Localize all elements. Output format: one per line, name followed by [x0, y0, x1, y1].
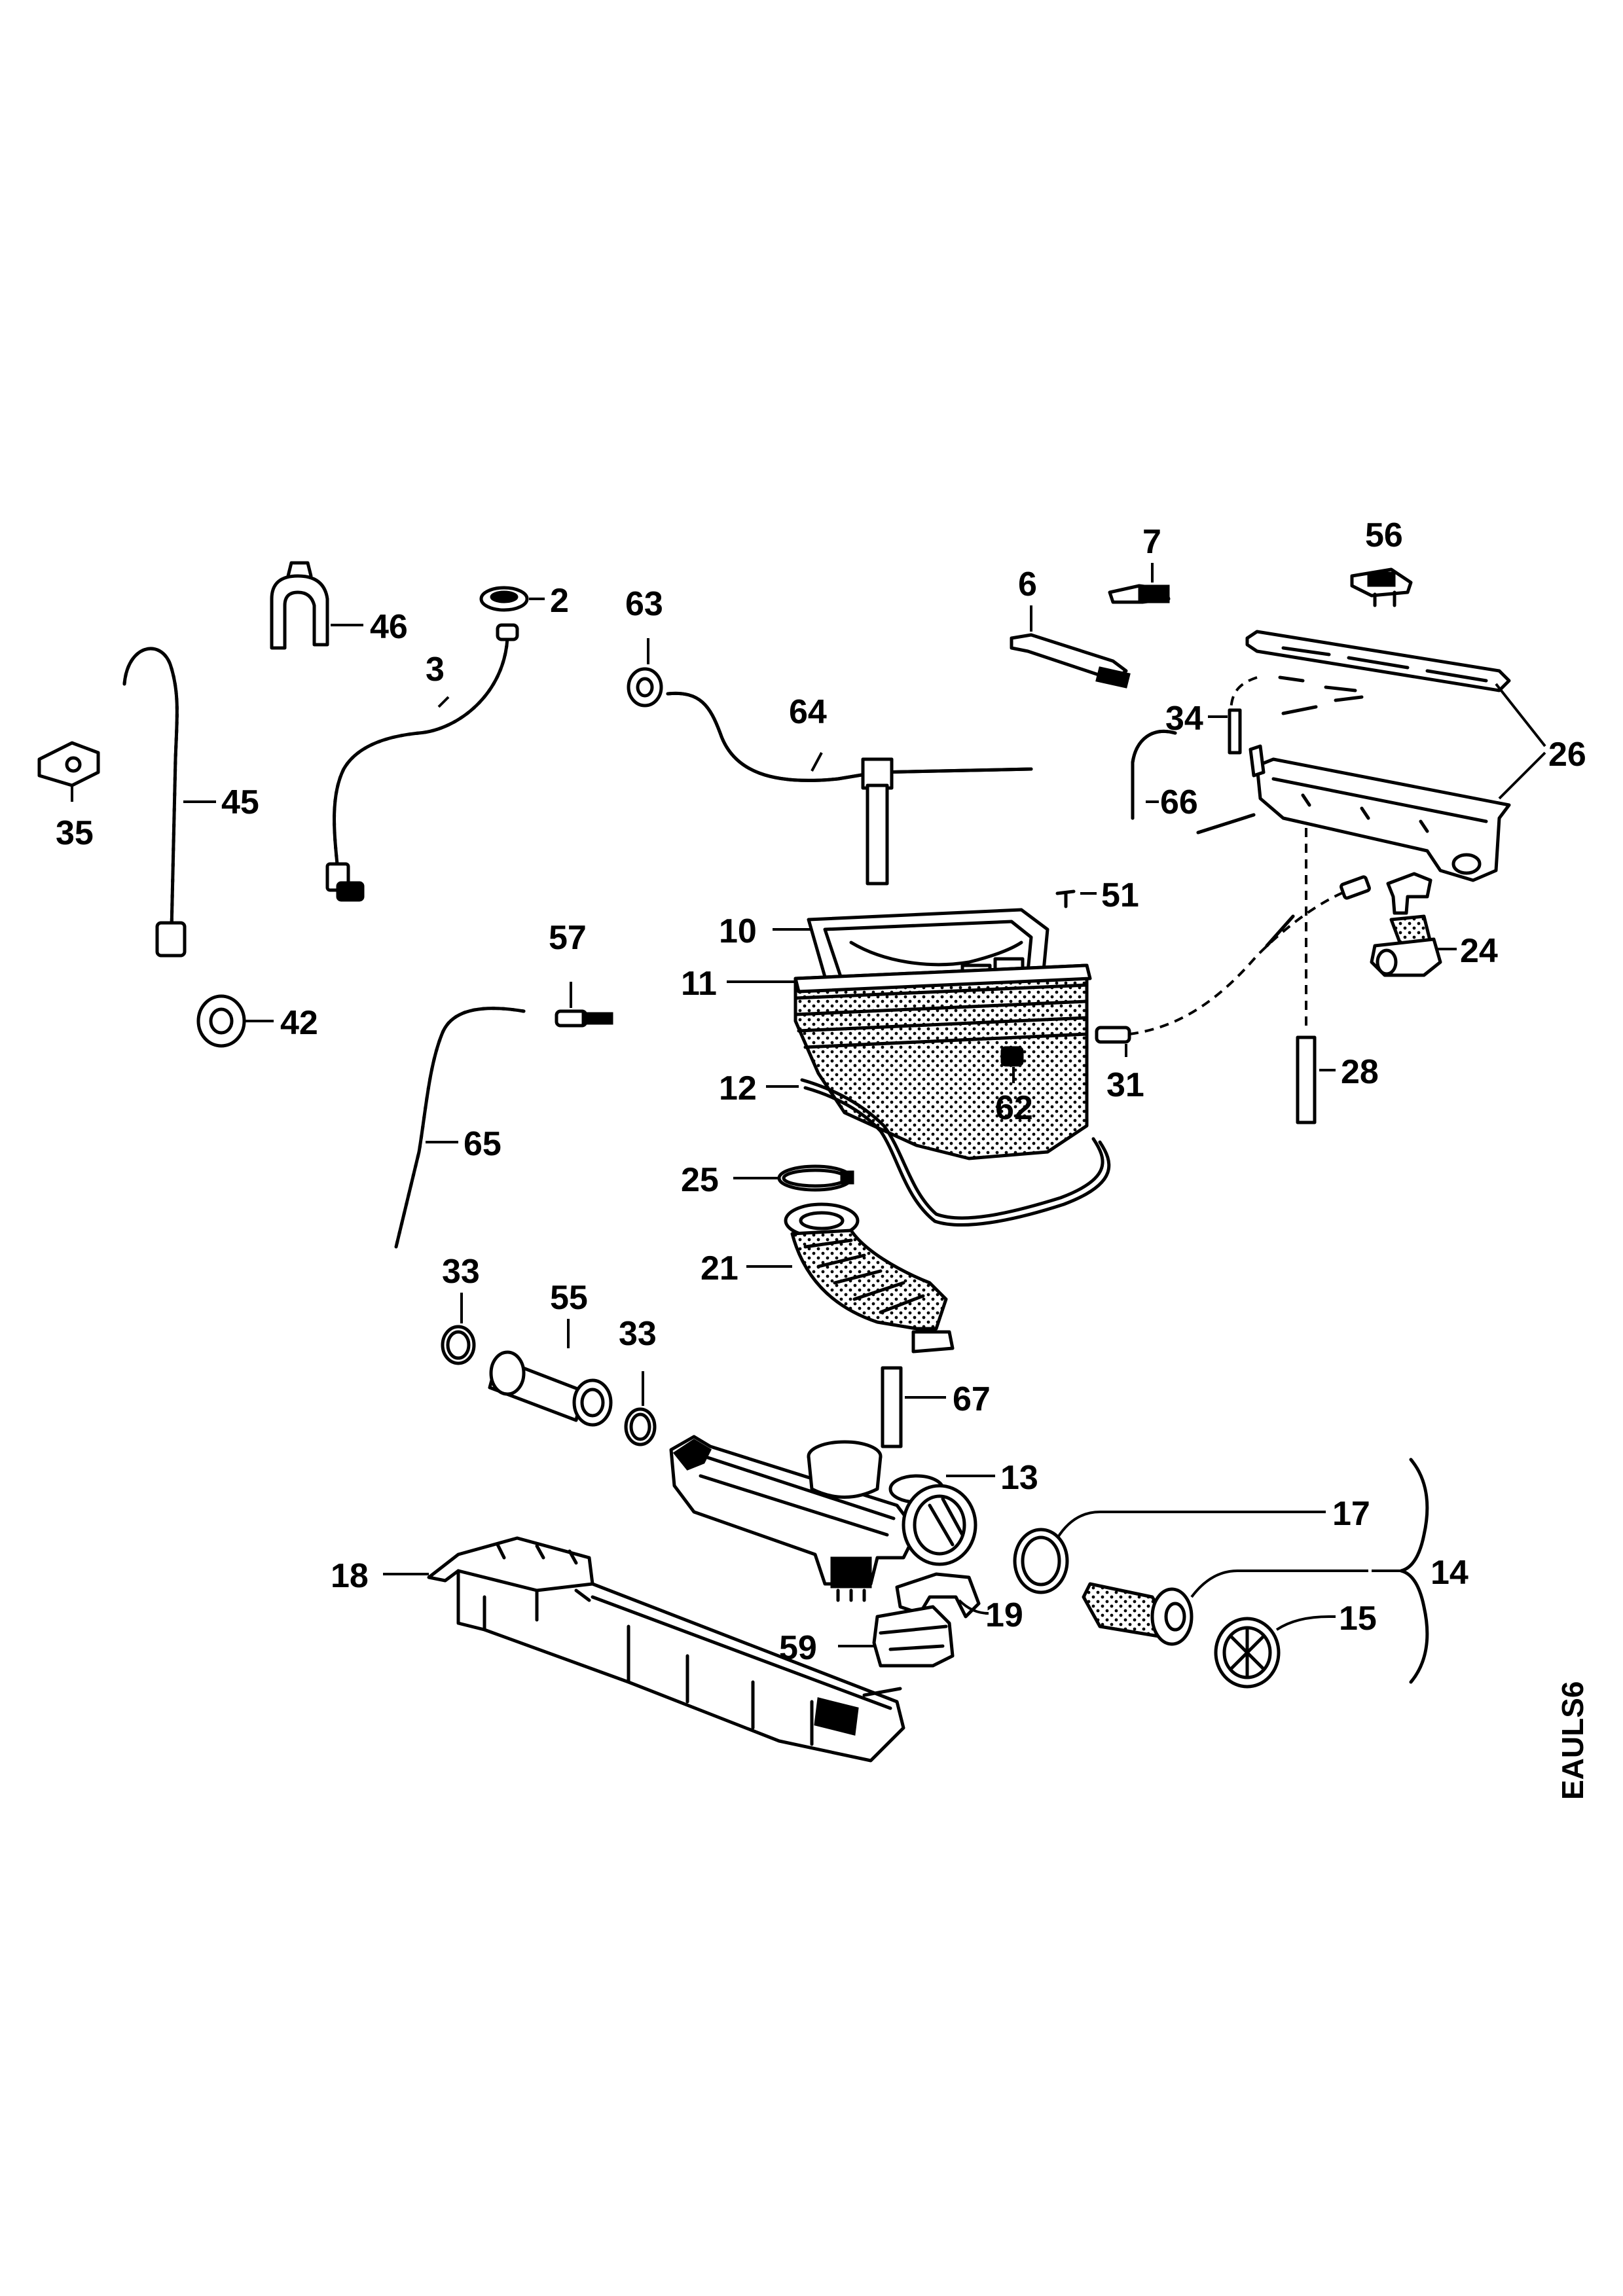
part-34-pin	[1208, 708, 1242, 755]
label-28: 28	[1341, 1053, 1379, 1091]
label-10: 10	[719, 912, 757, 950]
label-56: 56	[1365, 516, 1403, 554]
part-13-pump-housing	[669, 1435, 995, 1602]
part-65-hose	[394, 1007, 526, 1249]
part-6-bracket	[1010, 605, 1131, 689]
label-17: 17	[1332, 1495, 1370, 1533]
label-51: 51	[1101, 876, 1139, 914]
label-18: 18	[331, 1557, 369, 1595]
part-26-tray-housing	[1245, 630, 1546, 882]
label-46: 46	[370, 608, 408, 646]
label-11: 11	[681, 965, 717, 1003]
part-11-tub	[727, 963, 1092, 1160]
label-59: 59	[779, 1629, 817, 1667]
label-15: 15	[1339, 1600, 1377, 1638]
part-63-seal	[627, 638, 663, 708]
label-65: 65	[464, 1125, 501, 1163]
part-67-tube	[881, 1366, 946, 1448]
part-66-elbow-hose	[1131, 729, 1177, 820]
part-18-base-frame	[383, 1536, 905, 1763]
part-12-gasket	[766, 1078, 1111, 1227]
label-2: 2	[550, 582, 569, 620]
part-33-oring-a	[441, 1293, 476, 1365]
part-59-clip	[838, 1605, 955, 1668]
part-7-clamp	[1108, 563, 1171, 604]
part-17-ring	[1013, 1511, 1326, 1594]
label-31: 31	[1106, 1066, 1144, 1104]
label-25: 25	[681, 1161, 719, 1199]
part-24-pressure-switch	[1370, 872, 1457, 977]
part-tray-connector-hose	[1196, 813, 1256, 834]
part-2-grommet	[479, 586, 545, 612]
label-62: 62	[995, 1089, 1033, 1127]
label-6: 6	[1018, 565, 1037, 603]
label-7: 7	[1142, 523, 1161, 561]
label-19: 19	[985, 1596, 1023, 1634]
label-42: 42	[280, 1004, 318, 1042]
part-air-hose	[1265, 875, 1371, 948]
label-63: 63	[625, 585, 663, 623]
part-filter-insert	[1082, 1570, 1368, 1646]
label-35: 35	[56, 814, 94, 852]
label-55: 55	[550, 1279, 588, 1317]
part-35-clip	[37, 741, 100, 802]
part-51-screw	[1055, 889, 1097, 908]
label-13: 13	[1000, 1459, 1038, 1497]
part-28-tube	[1296, 828, 1336, 1124]
part-25-clamp-ring	[733, 1164, 854, 1192]
part-pins	[1230, 675, 1364, 715]
part-45-drain-hose	[122, 647, 216, 958]
label-24: 24	[1460, 932, 1498, 970]
part-46-hose-guide	[270, 561, 363, 650]
part-56-clip	[1350, 567, 1413, 607]
label-33a: 33	[442, 1253, 480, 1291]
part-31-connector	[1095, 889, 1349, 1057]
part-15-filter-cap	[1214, 1615, 1336, 1689]
part-3-inlet-hose	[325, 623, 519, 902]
part-14-bracket	[1372, 1458, 1429, 1684]
part-55-pipe	[488, 1319, 613, 1427]
part-62-fitting	[1000, 1046, 1024, 1083]
part-64-hose	[666, 691, 1033, 886]
label-21: 21	[701, 1249, 739, 1287]
label-57: 57	[549, 919, 587, 957]
label-45: 45	[221, 783, 259, 821]
part-33-oring-b	[624, 1371, 657, 1446]
part-42-bushing	[196, 994, 274, 1048]
label-3: 3	[426, 651, 445, 689]
part-21-bellows	[746, 1202, 955, 1354]
label-33b: 33	[619, 1315, 657, 1353]
label-26: 26	[1548, 736, 1586, 774]
label-14: 14	[1431, 1554, 1468, 1592]
part-57-valve	[555, 982, 613, 1028]
label-67: 67	[953, 1380, 991, 1418]
label-12: 12	[719, 1069, 757, 1107]
label-66: 66	[1160, 783, 1198, 821]
diagram-code: EAULS6	[1556, 1681, 1590, 1800]
label-64: 64	[789, 693, 827, 731]
